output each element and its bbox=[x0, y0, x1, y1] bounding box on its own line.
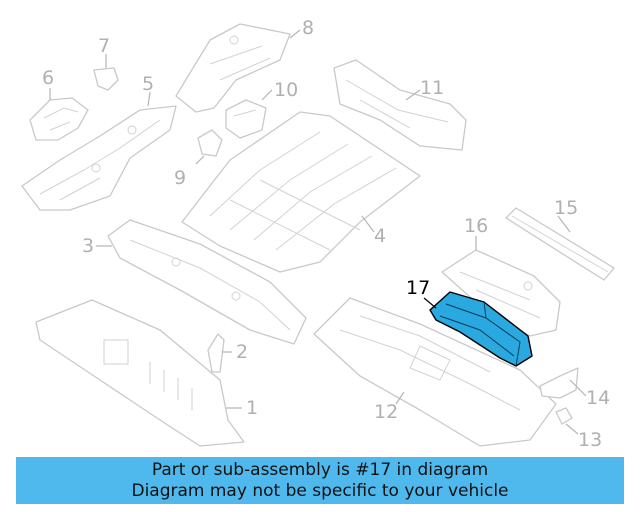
callout-14: 14 bbox=[586, 387, 610, 409]
part-14-bracket bbox=[539, 367, 579, 399]
callout-1: 1 bbox=[246, 397, 258, 419]
callout-15: 15 bbox=[554, 197, 578, 219]
part-12-rear-floor bbox=[313, 297, 557, 447]
callout-16: 16 bbox=[464, 215, 488, 237]
part-13-clip bbox=[555, 407, 573, 425]
callout-17: 17 bbox=[406, 277, 430, 299]
callout-9: 9 bbox=[174, 167, 186, 189]
callout-13: 13 bbox=[578, 429, 602, 451]
callout-11: 11 bbox=[420, 77, 444, 99]
banner-line-1: Part or sub-assembly is #17 in diagram bbox=[151, 459, 489, 480]
info-banner: Part or sub-assembly is #17 in diagram D… bbox=[16, 457, 624, 504]
part-9-clip bbox=[197, 129, 223, 157]
callout-6: 6 bbox=[42, 67, 54, 89]
callout-5: 5 bbox=[142, 73, 154, 95]
part-3-crossmember bbox=[107, 219, 307, 345]
part-15-strip bbox=[505, 207, 615, 281]
callout-3: 3 bbox=[82, 235, 94, 257]
part-8-panel bbox=[175, 23, 291, 113]
part-6-bracket bbox=[29, 97, 89, 141]
callout-7: 7 bbox=[98, 35, 110, 57]
callout-4: 4 bbox=[374, 225, 386, 247]
part-1-panel bbox=[35, 299, 245, 447]
callout-10: 10 bbox=[274, 79, 298, 101]
banner-line-2: Diagram may not be specific to your vehi… bbox=[131, 480, 509, 501]
callout-12: 12 bbox=[374, 401, 398, 423]
part-2-bracket bbox=[207, 333, 225, 373]
part-4-floor bbox=[181, 111, 421, 273]
part-16-member bbox=[441, 249, 561, 337]
part-7-clip bbox=[93, 67, 119, 91]
part-10-bracket bbox=[225, 99, 267, 139]
part-5-rail bbox=[21, 105, 177, 211]
part-17-highlighted bbox=[429, 291, 533, 367]
callout-2: 2 bbox=[236, 341, 248, 363]
part-11-tub bbox=[333, 59, 467, 151]
callout-8: 8 bbox=[302, 17, 314, 39]
